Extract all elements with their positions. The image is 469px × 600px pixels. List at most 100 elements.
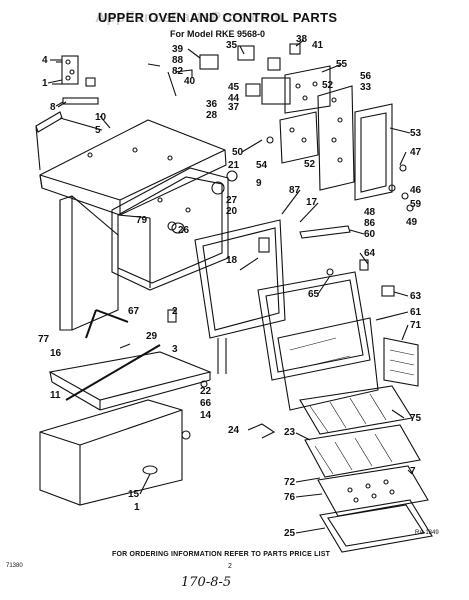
callout-79: 79 [136,215,148,226]
callout-8: 8 [50,102,56,113]
callout-22: 22 [200,386,212,397]
callout-76: 76 [284,492,296,503]
page-number: 2 [228,563,232,570]
callout-59: 59 [410,199,422,210]
callout-10: 10 [95,112,107,123]
callout-7: 7 [410,466,416,477]
drawing-reference-code: RA-1349 [415,530,439,536]
callout-47: 47 [410,147,422,158]
callout-2: 2 [172,306,178,317]
callout-87: 87 [289,185,301,196]
callout-4: 4 [42,55,48,66]
part-bracket-4-1 [52,55,99,107]
callout-63: 63 [410,291,422,302]
callout-27: 27 [226,195,238,206]
callout-37: 37 [228,102,240,113]
callout-66: 66 [200,398,212,409]
callout-54: 54 [256,160,268,171]
leader-lines [47,39,413,534]
callout-50: 50 [232,147,244,158]
part-bolts-22-14 [119,309,227,440]
callout-28: 28 [206,110,218,121]
part-cabinet-top-10 [35,111,227,216]
callout-24: 24 [228,425,240,436]
callout-25: 25 [284,528,296,539]
callout-77: 77 [38,334,50,345]
part-strip-86 [299,225,351,239]
callout-53: 53 [410,128,422,139]
callout-11: 11 [50,390,61,401]
callout-23: 23 [284,427,296,438]
callout-65: 65 [308,289,320,300]
part-rack-72 [304,424,421,478]
callout-36: 36 [206,99,218,110]
callout-40: 40 [184,76,196,87]
callout-61: 61 [410,307,422,318]
callout-35: 35 [226,40,238,51]
part-drawer-15 [39,399,183,506]
callout-45: 45 [228,82,240,93]
callout-38: 38 [296,34,308,45]
callout-52-mid: 52 [304,159,316,170]
part-bottom-panel-11 [48,344,212,411]
callout-29: 29 [146,331,158,342]
part-switch-plate-55 [284,65,331,114]
part-frame-53 [354,103,393,201]
callout-71: 71 [410,320,422,331]
callout-5: 5 [95,125,101,136]
callout-14: 14 [200,410,212,421]
part-control-switches [147,43,301,105]
callout-9: 9 [256,178,262,189]
callout-labels: 4 1 8 5 10 39 88 82 35 38 41 40 45 44 55… [38,34,422,539]
part-broiler-pan-76 [317,465,429,517]
callout-49: 49 [406,217,418,228]
callout-20: 20 [226,206,238,217]
callout-64: 64 [364,248,376,259]
callout-75: 75 [410,413,422,424]
callout-26: 26 [178,225,190,236]
part-knobs-21-9 [167,136,274,231]
callout-56: 56 [360,71,372,82]
part-side-panel [59,195,119,331]
callout-82: 82 [172,66,184,77]
part-screws-47-59 [388,164,414,212]
callout-46: 46 [410,185,422,196]
part-pan-25 [319,499,433,553]
part-vent-71 [383,337,419,387]
part-hinge-63 [326,259,395,297]
model-number: For Model RKE 9568-0 [170,29,266,39]
callout-52-top: 52 [322,80,334,91]
callout-48: 48 [364,207,376,218]
part-rack-75 [299,385,413,435]
callout-41: 41 [312,40,324,51]
handwritten-note: 170-8-5 [181,575,232,590]
callout-1: 1 [42,78,48,89]
callout-3: 3 [172,344,178,355]
part-clip-24 [247,423,276,439]
part-glass-61 [277,317,379,411]
callout-44: 44 [228,93,240,104]
callout-17: 17 [306,197,318,208]
part-plate-54 [279,111,319,164]
ordering-note: FOR ORDERING INFORMATION REFER TO PARTS … [112,551,331,558]
callout-72: 72 [284,477,296,488]
part-rod-67 [85,309,129,339]
callout-60: 60 [364,229,376,240]
part-door-panel-60 [257,271,371,381]
diagram-title: UPPER OVEN AND CONTROL PARTS [98,10,338,25]
callout-1-bottom: 1 [134,502,140,513]
watermark: AppliancePartsPros.com [95,9,284,26]
callout-16: 16 [50,348,62,359]
callout-21: 21 [228,160,240,171]
callout-67: 67 [128,306,140,317]
callout-88: 88 [172,55,184,66]
callout-18: 18 [226,255,238,266]
part-door-frame-17 [194,219,286,339]
callout-15: 15 [128,489,140,500]
callout-39: 39 [172,44,184,55]
callout-86: 86 [364,218,376,229]
callout-33: 33 [360,82,372,93]
part-bracket-52 [317,85,355,191]
